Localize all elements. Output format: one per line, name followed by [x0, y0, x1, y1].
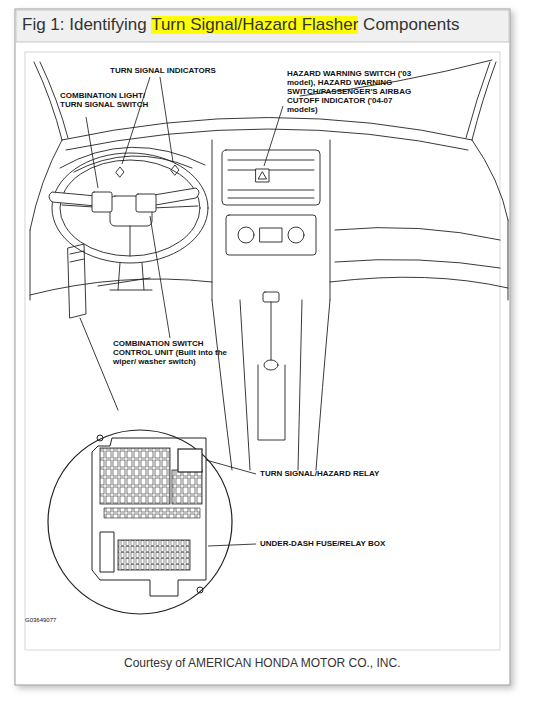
- dashboard-drawing-part: [68, 244, 86, 318]
- dashboard-drawing-part: [30, 140, 62, 230]
- dashboard-drawing-part: [34, 62, 62, 140]
- dashboard-drawing-part: [136, 194, 156, 212]
- dashboard-drawing-part: [70, 251, 84, 262]
- dashboard-drawing-part: [80, 318, 118, 410]
- leader-lines-part: [264, 106, 283, 166]
- detail-circle: [48, 430, 232, 614]
- part-label: TURN SIGNAL INDICATORS: [110, 67, 270, 76]
- detail-circle-part: [97, 435, 103, 441]
- dashboard-drawing-part: [30, 279, 212, 295]
- detail-circle-part: [118, 540, 190, 570]
- page-frame-part: [15, 9, 510, 685]
- leader-lines-part: [86, 117, 98, 188]
- dashboard-drawing-part: [264, 360, 278, 370]
- dashboard-drawing-part: [116, 167, 124, 177]
- detail-circle-part: [100, 448, 170, 504]
- detail-circle-part: [172, 470, 202, 504]
- part-label: COMBINATION SWITCH CONTROL UNIT (Built i…: [113, 340, 235, 367]
- leader-lines-part: [208, 544, 256, 546]
- detail-circle-part: [104, 508, 200, 518]
- part-label: UNDER-DASH FUSE/RELAY BOX: [260, 540, 440, 549]
- dashboard-drawing-part: [110, 263, 152, 290]
- detail-circle-part: [100, 532, 114, 572]
- dashboard-drawing-part: [74, 156, 192, 172]
- dashboard-drawing: [30, 60, 508, 470]
- dashboard-drawing-part: [260, 228, 282, 242]
- dashboard-drawing-part: [271, 302, 272, 360]
- dashboard-drawing-part: [228, 160, 314, 198]
- dashboard-drawing-part: [60, 160, 200, 256]
- dashboard-drawing-part: [330, 277, 508, 288]
- dashboard-drawing-part: [508, 220, 509, 300]
- dashboard-drawing-part: [258, 365, 285, 440]
- dashboard-drawing-part: [226, 215, 316, 255]
- detail-circle-part: [48, 430, 232, 614]
- dashboard-drawing-part: [66, 129, 468, 150]
- dashboard-drawing-part: [335, 228, 500, 268]
- dashboard-drawing-part: [49, 192, 96, 206]
- leader-lines-part: [122, 77, 150, 164]
- detail-circle-part: [92, 438, 206, 596]
- part-label: COMBINATION LIGHT/ TURN SIGNAL SWITCH: [60, 92, 156, 110]
- figure-title: Fig 1: Identifying Turn Signal/Hazard Fl…: [22, 15, 460, 35]
- credit-caption: Courtesy of AMERICAN HONDA MOTOR CO., IN…: [124, 656, 401, 670]
- part-label: TURN SIGNAL/HAZARD RELAY: [260, 470, 440, 479]
- page-frame-part: [25, 52, 500, 650]
- part-label: HAZARD WARNING SWITCH ('03 model), HAZAR…: [287, 70, 419, 115]
- detail-circle-part: [197, 587, 203, 593]
- dashboard-drawing-part: [466, 62, 490, 138]
- dashboard-drawing-part: [288, 227, 304, 243]
- dashboard-drawing-part: [472, 62, 496, 140]
- dashboard-drawing-part: [92, 192, 112, 212]
- dashboard-drawing-part: [62, 205, 198, 256]
- dashboard-drawing-part: [30, 230, 31, 300]
- detail-circle-part: [178, 449, 202, 472]
- dashboard-drawing-part: [98, 278, 150, 286]
- dashboard-drawing-part: [263, 292, 279, 302]
- dashboard-drawing-part: [472, 140, 508, 220]
- page-frame: [15, 9, 510, 685]
- dashboard-drawing-part: [212, 300, 330, 470]
- figure-code: G03649077: [25, 617, 105, 624]
- dashboard-drawing-part: [238, 227, 254, 243]
- leader-lines-part: [150, 216, 170, 338]
- leader-lines: [86, 77, 283, 546]
- dashboard-drawing-part: [256, 169, 269, 182]
- dashboard-drawing-part: [259, 172, 267, 179]
- dashboard-drawing-part: [212, 140, 330, 300]
- dashboard-drawing-part: [222, 150, 320, 205]
- leader-lines-part: [160, 77, 173, 162]
- dashboard-drawing-part: [240, 300, 302, 470]
- page-frame-part: [16, 10, 509, 42]
- leader-lines-part: [206, 460, 256, 474]
